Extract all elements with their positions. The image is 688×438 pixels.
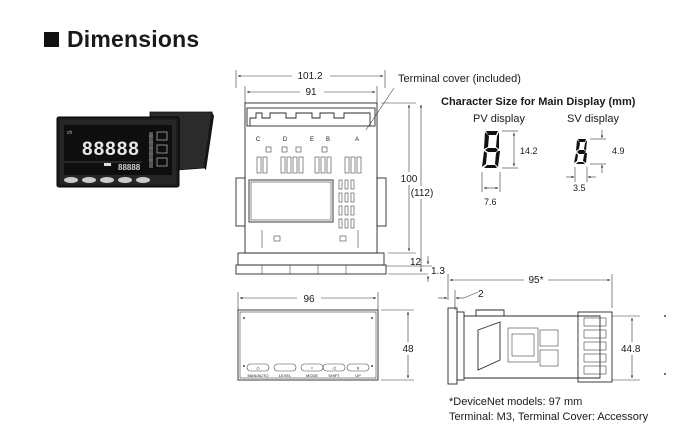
bottom-view: 96 ◇ ○ ◁ ∧ MAN/AUTO LEVEL MODE SHIFT UP bbox=[237, 291, 418, 381]
key-label-mode: MODE bbox=[306, 373, 318, 378]
sv-digit-icon bbox=[574, 139, 587, 164]
svg-text:∧: ∧ bbox=[356, 366, 360, 371]
page-title: Dimensions bbox=[44, 26, 199, 53]
bar-graph-icon bbox=[149, 132, 153, 168]
svg-text:◇: ◇ bbox=[256, 366, 260, 371]
note-terminal: Terminal: M3, Terminal Cover: Accessory bbox=[449, 411, 649, 423]
pv-digit-icon bbox=[482, 131, 500, 168]
dim-bottom-height: 48 bbox=[402, 344, 414, 355]
character-size-section: Character Size for Main Display (mm) PV … bbox=[441, 96, 636, 207]
note-devicenet: *DeviceNet models: 97 mm bbox=[449, 396, 582, 408]
pv-readout: 88888 bbox=[82, 139, 140, 160]
terminal-label-a: A bbox=[355, 137, 359, 143]
char-size-title: Character Size for Main Display (mm) bbox=[441, 96, 636, 108]
photo-keypad bbox=[64, 177, 150, 183]
dim-pv-char-width: 7.6 bbox=[484, 197, 497, 207]
status-indicators-icon bbox=[156, 131, 168, 167]
front-view: 101.2 91 Terminal cover (included) C D E… bbox=[235, 69, 521, 282]
terminal-label-b: B bbox=[326, 137, 330, 143]
svg-text:◁: ◁ bbox=[332, 366, 336, 371]
pv-display-label: PV display bbox=[473, 113, 525, 125]
dim-side-depth: 95* bbox=[528, 275, 543, 286]
dim-side-offset: 2 bbox=[478, 289, 484, 300]
key-label-up: UP bbox=[355, 373, 361, 378]
side-view: 95* 2 44.8 bbox=[438, 273, 666, 385]
terminal-label-d: D bbox=[283, 137, 288, 143]
title-square-icon bbox=[44, 32, 59, 47]
dim-sv-char-width: 3.5 bbox=[573, 183, 586, 193]
dim-front-outer-width: 101.2 bbox=[297, 71, 322, 82]
sv-display-label: SV display bbox=[567, 113, 619, 125]
svg-text:ch: ch bbox=[67, 130, 73, 136]
terminal-label-c: C bbox=[256, 137, 261, 143]
dim-side-height: 44.8 bbox=[621, 344, 641, 355]
key-label-shift: SHIFT bbox=[328, 373, 340, 378]
dim-front-height: 100 bbox=[401, 174, 418, 185]
dim-bottom-width: 96 bbox=[303, 294, 315, 305]
dim-front-height-total: (112) bbox=[411, 188, 434, 199]
dim-pv-char-height: 14.2 bbox=[520, 146, 538, 156]
terminal-cover-callout: Terminal cover (included) bbox=[398, 73, 521, 85]
product-photo: ch 88888 88888 bbox=[56, 111, 214, 188]
dim-sv-char-height: 4.9 bbox=[612, 146, 625, 156]
dim-front-bottom: 12 bbox=[410, 257, 422, 268]
svg-text:○: ○ bbox=[311, 366, 314, 371]
keypad: ◇ ○ ◁ ∧ MAN/AUTO LEVEL MODE SHIFT UP bbox=[246, 363, 370, 378]
terminal-label-e: E bbox=[310, 137, 314, 143]
sv-readout: 88888 bbox=[118, 163, 141, 172]
key-label-man-auto: MAN/AUTO bbox=[247, 373, 268, 378]
key-label-level: LEVEL bbox=[279, 373, 292, 378]
page-title-text: Dimensions bbox=[67, 26, 200, 52]
dim-front-inner-width: 91 bbox=[305, 87, 317, 98]
dim-front-step: 1.3 bbox=[431, 266, 445, 277]
